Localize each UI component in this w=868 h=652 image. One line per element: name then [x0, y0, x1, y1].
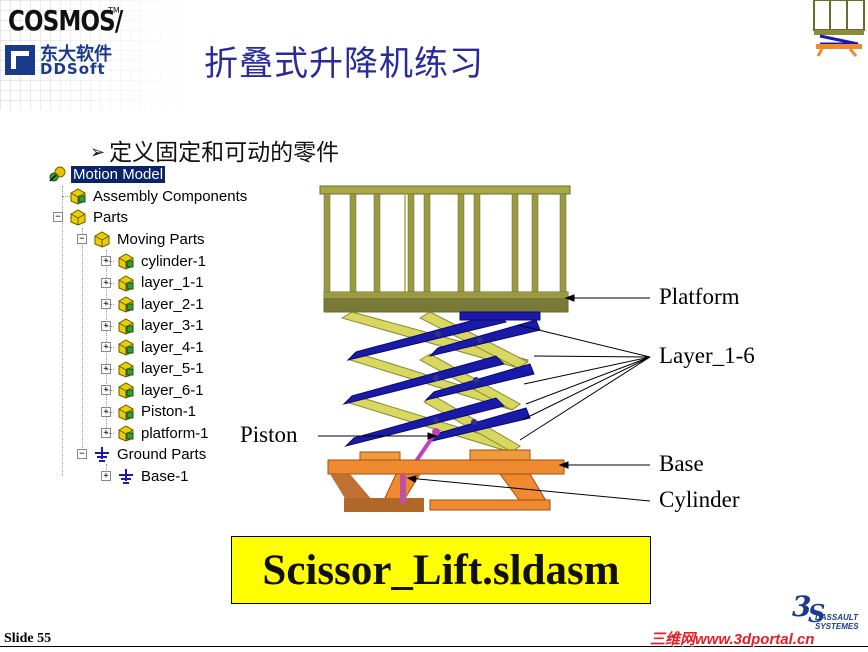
slide-title: 折叠式升降机练习: [204, 44, 484, 84]
tree-node-label: platform-1: [141, 424, 209, 442]
callout-cylinder: Cylinder: [659, 487, 740, 512]
tree-node-motion-model[interactable]: Motion Model: [48, 164, 166, 184]
tree-node-label: layer_3-1: [141, 317, 204, 334]
tree-node-moving-part[interactable]: layer_4-1: [116, 337, 206, 357]
bullet-point: ➢定义固定和可动的零件: [90, 133, 339, 167]
pivot-pins: [433, 331, 483, 425]
tree-guide-line: [106, 411, 114, 413]
tree-node-moving-part[interactable]: layer_1-1: [116, 273, 206, 293]
moving-part-icon: [118, 382, 134, 399]
moving-parts-icon: [94, 231, 110, 248]
moving-part-icon: [118, 296, 134, 313]
ddsoft-logo-icon: [5, 45, 35, 75]
base-part: [327, 449, 565, 512]
tree-node-parts[interactable]: Parts: [68, 207, 130, 227]
tree-guide-line: [106, 347, 114, 348]
tree-node-moving-part[interactable]: platform-1: [116, 423, 211, 443]
tree-node-label: Piston-1: [141, 403, 197, 420]
tree-node-label: Moving Parts: [117, 230, 205, 248]
company-name-cn: 东大软件: [40, 44, 112, 65]
callout-platform: Platform: [659, 284, 740, 309]
collapse-toggle-moving-parts[interactable]: −: [77, 234, 87, 244]
moving-part-icon: [118, 360, 134, 378]
slide-number: Slide 55: [4, 631, 52, 646]
tree-guide-line: [106, 433, 114, 434]
platform-part: [319, 185, 571, 313]
tree-node-moving-part[interactable]: cylinder-1: [116, 251, 208, 271]
filename-banner: Scissor_Lift.sldasm: [231, 536, 651, 604]
tree-node-label: Assembly Components: [93, 187, 248, 205]
tree-guide-line: [106, 390, 114, 391]
tree-node-label: Ground Parts: [117, 445, 207, 463]
svg-text:3: 3: [792, 590, 811, 623]
bullet-arrow-icon: ➢: [90, 142, 106, 163]
tree-node-moving-part[interactable]: Piston-1: [116, 402, 198, 422]
tree-node-label: layer_2-1: [141, 295, 204, 313]
tree-node-ground-parts[interactable]: Ground Parts: [92, 444, 208, 464]
moving-part-icon: [118, 339, 134, 356]
footer-divider: [0, 646, 868, 647]
tree-node-label: layer_6-1: [141, 381, 204, 399]
lift-thumbnail-icon: [813, 0, 865, 57]
dassault-logo-icon: 3 S: [792, 590, 825, 628]
collapse-toggle-parts[interactable]: −: [53, 212, 63, 222]
tree-guide-line: [106, 325, 114, 327]
tree-node-moving-part[interactable]: layer_6-1: [116, 380, 206, 400]
tree-guide-line: [106, 282, 114, 284]
callout-leaders: [318, 294, 651, 502]
trademark-mark: TM: [108, 6, 120, 15]
moving-part-icon: [118, 403, 134, 421]
moving-part-icon: [118, 317, 134, 335]
tree-node-label: cylinder-1: [141, 252, 207, 270]
watermark-text: 三维网www.3dportal.cn: [650, 631, 815, 648]
motion-model-tree: Motion Model Assembly Components − Parts…: [48, 164, 288, 494]
svg-text:S: S: [808, 599, 825, 628]
collapse-toggle-ground-parts[interactable]: −: [77, 449, 87, 459]
tree-node-label: Parts: [93, 208, 129, 226]
tree-node-label: layer_4-1: [141, 338, 204, 356]
filename-text: Scissor_Lift.sldasm: [262, 546, 620, 594]
ground-part-icon: [119, 469, 133, 484]
callout-layers: Layer_1-6: [659, 343, 755, 368]
dassault-text: DASSAULT SYSTEMES: [815, 613, 859, 631]
tree-node-base[interactable]: Base-1: [116, 466, 191, 486]
tree-guide-line: [106, 261, 114, 262]
tree-guide-line: [62, 196, 72, 197]
tree-guide-line: [82, 228, 83, 454]
tree-node-label: Base-1: [141, 467, 189, 485]
moving-part-icon: [118, 274, 134, 292]
callout-piston: Piston: [240, 422, 298, 447]
tree-node-label: layer_1-1: [141, 274, 204, 291]
tree-node-assembly-components[interactable]: Assembly Components: [68, 186, 249, 206]
scissor-layers-blue: [342, 311, 541, 447]
tree-node-label: layer_5-1: [141, 360, 204, 377]
callout-base: Base: [659, 451, 704, 476]
cosmos-logo: COSMOS/: [8, 4, 123, 37]
tree-guide-line: [106, 368, 114, 370]
tree-node-label: Motion Model: [71, 165, 166, 183]
tree-guide-line: [106, 304, 114, 305]
tree-node-moving-parts[interactable]: Moving Parts: [92, 229, 207, 249]
tree-node-moving-part[interactable]: layer_5-1: [116, 359, 206, 379]
tree-node-moving-part[interactable]: layer_2-1: [116, 294, 206, 314]
moving-part-icon: [118, 253, 134, 270]
parts-folder-icon: [70, 209, 86, 226]
tree-guide-line: [62, 186, 63, 476]
tree-node-moving-part[interactable]: layer_3-1: [116, 316, 206, 336]
assembly-icon: [70, 188, 86, 205]
ground-icon: [95, 447, 109, 462]
tree-guide-line: [106, 464, 107, 476]
bullet-text: 定义固定和可动的零件: [109, 140, 340, 166]
company-name-en: DDSoft: [40, 60, 106, 78]
moving-part-icon: [118, 425, 134, 442]
motion-model-icon: [49, 166, 66, 182]
logo-background-grid: [0, 0, 200, 110]
expand-toggle-base[interactable]: +: [101, 471, 111, 481]
